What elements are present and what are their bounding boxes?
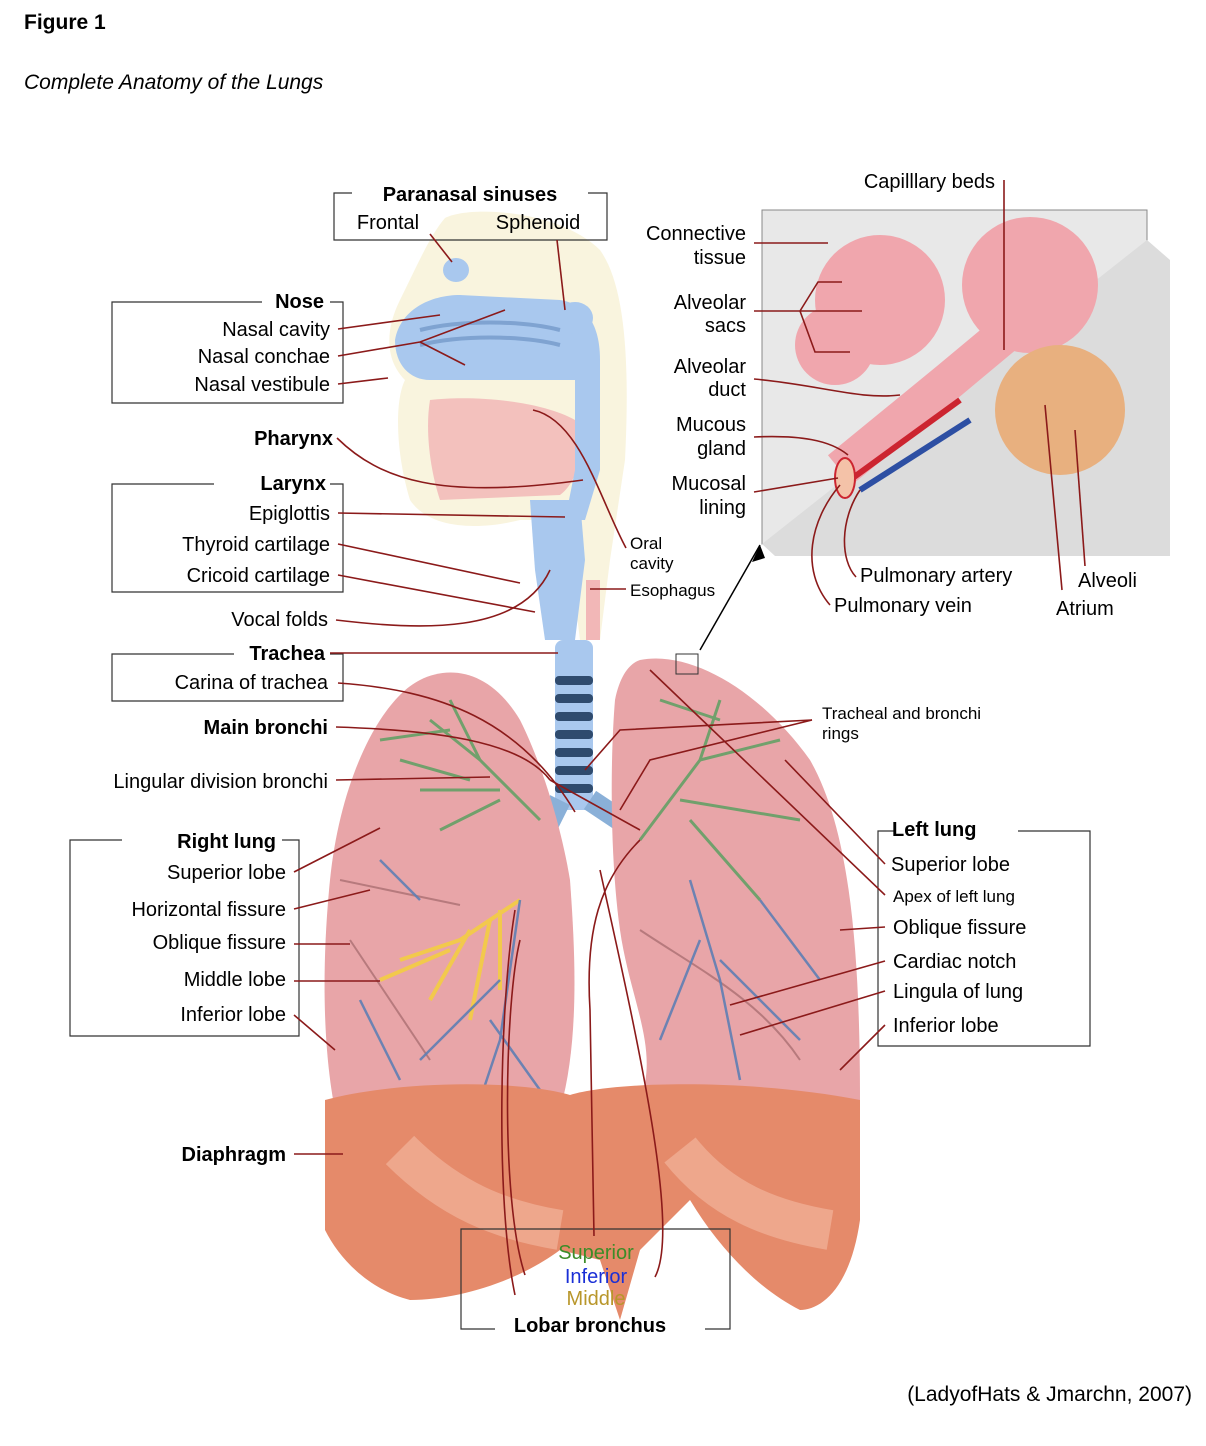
label-lobar-superior: Superior (558, 1242, 634, 1264)
label-oral-cavity-2: cavity (630, 554, 674, 573)
label-nasal-vestibule: Nasal vestibule (194, 374, 330, 396)
label-lobar-inferior: Inferior (565, 1266, 628, 1288)
label-sphenoid: Sphenoid (496, 212, 581, 234)
label-mucosal-lining-2: lining (699, 497, 746, 519)
label-epiglottis: Epiglottis (249, 503, 330, 525)
label-diaphragm: Diaphragm (182, 1144, 286, 1166)
label-connective-tissue-1: Connective (646, 223, 746, 245)
left-lung-illustration (611, 658, 860, 1100)
label-thyroid-cartilage: Thyroid cartilage (182, 534, 330, 556)
label-pulmonary-artery: Pulmonary artery (860, 565, 1012, 587)
right-lung-bracket (69, 839, 300, 1037)
label-mucous-gland-1: Mucous (676, 414, 746, 436)
label-r-oblique-fissure: Oblique fissure (153, 932, 286, 954)
label-pharynx: Pharynx (254, 428, 333, 450)
label-paranasal-sinuses: Paranasal sinuses (383, 184, 558, 206)
label-lingula: Lingula of lung (893, 981, 1023, 1003)
left-lung-bracket (877, 830, 1091, 1047)
label-connective-tissue-2: tissue (694, 247, 746, 269)
lobar-bronchus-bracket (460, 1228, 731, 1330)
label-cricoid-cartilage: Cricoid cartilage (187, 565, 330, 587)
label-oral-cavity-1: Oral (630, 534, 662, 553)
label-vocal-folds: Vocal folds (231, 609, 328, 631)
label-alveolar-duct-1: Alveolar (674, 356, 747, 378)
label-r-horizontal-fissure: Horizontal fissure (131, 899, 286, 921)
diaphragm-illustration (325, 1084, 860, 1320)
label-lingular-division: Lingular division bronchi (113, 771, 328, 793)
label-l-oblique-fissure: Oblique fissure (893, 917, 1026, 939)
label-cardiac-notch: Cardiac notch (893, 951, 1016, 973)
label-tracheal-rings-1: Tracheal and bronchi (822, 704, 981, 723)
label-tracheal-rings-2: rings (822, 724, 859, 743)
label-mucosal-lining-1: Mucosal (672, 473, 746, 495)
label-lobar-bronchus: Lobar bronchus (514, 1315, 666, 1337)
label-capillary-beds: Capilllary beds (864, 171, 995, 193)
trachea-bracket (111, 653, 344, 702)
label-right-lung: Right lung (177, 831, 276, 853)
figure-title: Complete Anatomy of the Lungs (24, 71, 324, 94)
paranasal-bracket (333, 192, 608, 241)
oral-cavity-shape (428, 398, 580, 500)
label-l-inferior-lobe: Inferior lobe (893, 1015, 999, 1037)
label-trachea: Trachea (249, 643, 325, 665)
citation: (LadyofHats & Jmarchn, 2007) (907, 1383, 1192, 1406)
head-illustration (389, 211, 627, 640)
label-alveoli: Alveoli (1078, 570, 1137, 592)
label-r-inferior-lobe: Inferior lobe (180, 1004, 286, 1026)
label-nasal-conchae: Nasal conchae (198, 346, 330, 368)
alveoli-inset (675, 209, 1170, 675)
label-frontal: Frontal (357, 212, 419, 234)
label-r-middle-lobe: Middle lobe (184, 969, 286, 991)
frontal-sinus-shape (443, 258, 469, 282)
label-l-superior-lobe: Superior lobe (891, 854, 1010, 876)
label-nasal-cavity: Nasal cavity (222, 319, 330, 341)
label-alveolar-sacs-1: Alveolar (674, 292, 747, 314)
label-r-superior-lobe: Superior lobe (167, 862, 286, 884)
label-main-bronchi: Main bronchi (204, 717, 328, 739)
label-apex-left-lung: Apex of left lung (893, 887, 1015, 906)
label-esophagus: Esophagus (630, 581, 715, 600)
pharynx-shape (565, 360, 600, 520)
sphenoid-sinus-shape (557, 302, 593, 334)
label-atrium: Atrium (1056, 598, 1114, 620)
label-alveolar-duct-2: duct (708, 379, 746, 401)
label-larynx: Larynx (260, 473, 326, 495)
label-left-lung: Left lung (892, 819, 976, 841)
label-mucous-gland-2: gland (697, 438, 746, 460)
larynx-bracket (111, 483, 344, 593)
label-alveolar-sacs-2: sacs (705, 315, 746, 337)
label-pulmonary-vein: Pulmonary vein (834, 595, 972, 617)
label-nose: Nose (275, 291, 324, 313)
larynx-shape (530, 500, 585, 640)
nose-bracket (111, 301, 344, 404)
label-carina: Carina of trachea (175, 672, 329, 694)
figure-number: Figure 1 (24, 11, 106, 34)
label-lobar-middle: Middle (567, 1288, 626, 1310)
